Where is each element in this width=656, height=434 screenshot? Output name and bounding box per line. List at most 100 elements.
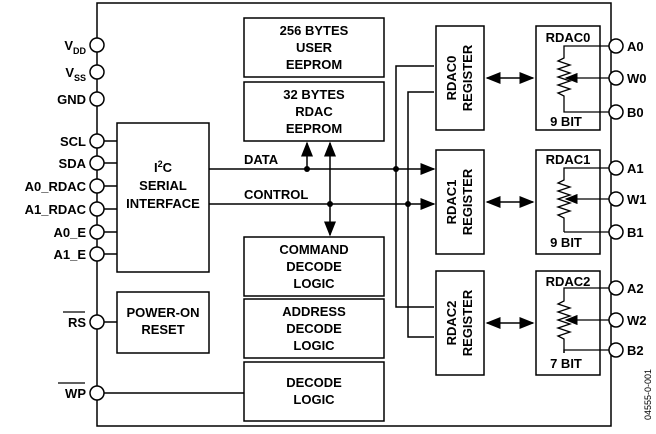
- pin-sda-terminal: [89, 155, 105, 171]
- rdac1-register-line2: REGISTER: [460, 168, 475, 235]
- block-rdac1-register: RDAC1 REGISTER: [435, 149, 485, 255]
- pin-b2-label: B2: [627, 343, 644, 358]
- address-line3: LOGIC: [293, 338, 335, 353]
- block-decode-logic: DECODE LOGIC: [243, 361, 385, 422]
- address-line1: ADDRESS: [282, 304, 346, 319]
- rdac1-bits: 9 BIT: [550, 235, 582, 250]
- i2c-title-c: C: [163, 160, 173, 175]
- pin-a0-rdac-terminal: [89, 178, 105, 194]
- register-bus-control-2: [407, 204, 434, 338]
- register-bus-data: [395, 65, 434, 169]
- pin-vdd-sub: DD: [73, 46, 86, 56]
- right-pins: A0 W0 B0 A1 W1 B1 A2 W2 B2: [608, 38, 647, 358]
- block-user-eeprom: 256 BYTES USER EEPROM: [243, 17, 385, 78]
- i2c-title-sup: 2: [158, 159, 163, 169]
- command-line3: LOGIC: [293, 276, 335, 291]
- pin-w1-label: W1: [627, 192, 647, 207]
- block-address-decode: ADDRESS DECODE LOGIC: [243, 298, 385, 359]
- i2c-line3: INTERFACE: [126, 196, 200, 211]
- pin-b1-label: B1: [627, 225, 644, 240]
- pin-wp: WP: [58, 382, 244, 401]
- bus-junctions: [304, 166, 411, 207]
- pin-a0-rdac-label: A0_RDAC: [25, 179, 87, 194]
- pin-gnd-terminal: [89, 91, 105, 107]
- pin-scl-terminal: [89, 133, 105, 149]
- pin-a1-rdac-terminal: [89, 201, 105, 217]
- register-bus-control: [407, 91, 434, 204]
- svg-text:I2C: I2C: [154, 159, 173, 175]
- rdac0-register-line1: RDAC0: [444, 56, 459, 101]
- pin-a0-e: A0_E: [53, 224, 117, 240]
- pin-a0-e-label: A0_E: [53, 225, 86, 240]
- pin-w2-terminal: [608, 312, 624, 328]
- address-line2: DECODE: [286, 321, 342, 336]
- block-power-on-reset: POWER-ON RESET: [116, 291, 210, 354]
- pin-a2-terminal: [608, 280, 624, 296]
- pin-a0-rdac: A0_RDAC: [25, 178, 117, 194]
- rdac2-resistor-icon: [555, 293, 573, 353]
- pin-a0-label: A0: [627, 39, 644, 54]
- pin-b1-terminal: [608, 224, 624, 240]
- user-eeprom-line1: 256 BYTES: [280, 23, 349, 38]
- pin-w1-terminal: [608, 191, 624, 207]
- pin-a2-label: A2: [627, 281, 644, 296]
- block-rdac2: RDAC2 7 BIT: [535, 270, 612, 376]
- i2c-title-i: I: [154, 160, 158, 175]
- pin-sda: SDA: [59, 155, 117, 171]
- rdac0-register-line2: REGISTER: [460, 44, 475, 111]
- rdac1-name: RDAC1: [546, 152, 591, 167]
- pin-w0-label: W0: [627, 71, 647, 86]
- pin-gnd-label: GND: [57, 92, 86, 107]
- pin-vss: VSS: [65, 64, 105, 83]
- pin-vss-sub: SS: [74, 73, 86, 83]
- rdac-terminal-wiring: [563, 45, 612, 353]
- rdac2-name: RDAC2: [546, 274, 591, 289]
- pin-a1-e-label: A1_E: [53, 247, 86, 262]
- pin-b2-terminal: [608, 342, 624, 358]
- pin-gnd: GND: [57, 91, 105, 107]
- pin-vdd-terminal: [89, 37, 105, 53]
- pin-scl-label: SCL: [60, 134, 86, 149]
- rdac0-resistor-icon: [555, 50, 573, 110]
- rdac2-bits: 7 BIT: [550, 356, 582, 371]
- rdac1-resistor-icon: [555, 172, 573, 232]
- block-rdac0: RDAC0 9 BIT: [535, 25, 612, 131]
- block-rdac-eeprom: 32 BYTES RDAC EEPROM: [243, 81, 385, 142]
- figure-code: 04555-0-001: [643, 369, 653, 420]
- pin-rs-label: RS: [68, 315, 86, 330]
- pin-rs: RS: [63, 311, 117, 330]
- pin-wp-terminal: [89, 385, 105, 401]
- control-bus-label: CONTROL: [244, 187, 308, 202]
- pin-wp-label: WP: [65, 386, 86, 401]
- rdac2-register-line1: RDAC2: [444, 301, 459, 346]
- rdac0-bits: 9 BIT: [550, 114, 582, 129]
- block-rdac1: RDAC1 9 BIT: [535, 149, 612, 255]
- pin-b0-label: B0: [627, 105, 644, 120]
- block-rdac2-register: RDAC2 REGISTER: [435, 270, 485, 376]
- user-eeprom-line3: EEPROM: [286, 57, 342, 72]
- block-command-decode: COMMAND DECODE LOGIC: [243, 236, 385, 297]
- decode-line1: DECODE: [286, 375, 342, 390]
- svg-text:VSS: VSS: [65, 65, 86, 83]
- power-on-line1: POWER-ON: [127, 305, 200, 320]
- pin-w2-label: W2: [627, 313, 647, 328]
- pin-a0-terminal: [608, 38, 624, 54]
- rdac2-register-line2: REGISTER: [460, 289, 475, 356]
- command-line2: DECODE: [286, 259, 342, 274]
- pin-a1-e-terminal: [89, 246, 105, 262]
- pin-vdd-label: V: [64, 38, 73, 53]
- pin-a1-terminal: [608, 160, 624, 176]
- pin-a1-e: A1_E: [53, 246, 117, 262]
- block-rdac0-register: RDAC0 REGISTER: [435, 25, 485, 131]
- i2c-line2: SERIAL: [139, 178, 187, 193]
- pin-vdd: VDD: [64, 37, 105, 56]
- pin-vss-label: V: [65, 65, 74, 80]
- rdac-eeprom-line1: 32 BYTES: [283, 87, 345, 102]
- pin-vss-terminal: [89, 64, 105, 80]
- rdac0-name: RDAC0: [546, 30, 591, 45]
- rdac-eeprom-line2: RDAC: [295, 104, 333, 119]
- rdac-eeprom-line3: EEPROM: [286, 121, 342, 136]
- pin-a1-rdac-label: A1_RDAC: [25, 202, 87, 217]
- pin-a1-rdac: A1_RDAC: [25, 201, 117, 217]
